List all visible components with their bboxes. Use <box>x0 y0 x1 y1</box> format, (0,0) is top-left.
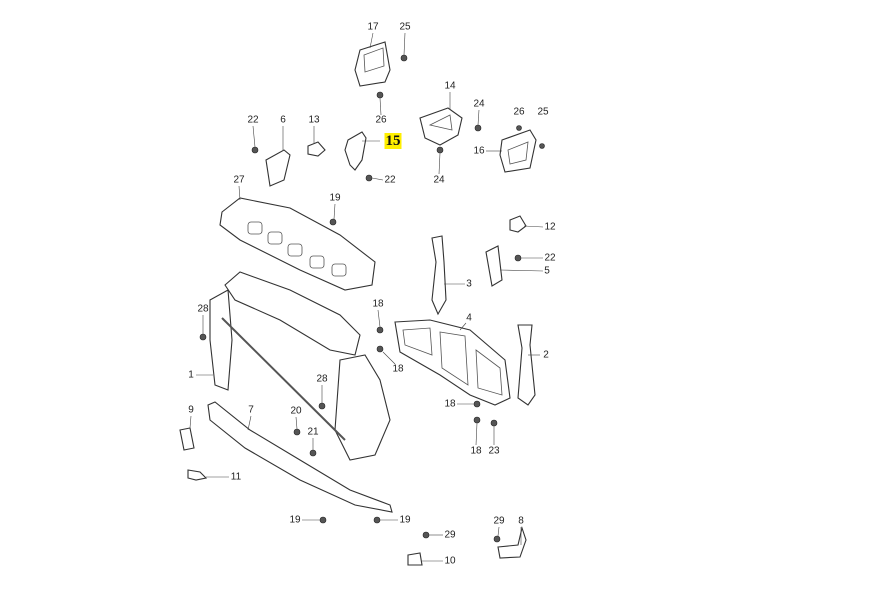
callout-15-highlighted[interactable]: 15 <box>384 133 402 149</box>
part-9-bracket[interactable] <box>179 427 195 451</box>
callout-26[interactable]: 26 <box>375 114 387 126</box>
part-3-strut[interactable] <box>431 235 447 316</box>
callout-18[interactable]: 18 <box>392 363 404 375</box>
callout-12[interactable]: 12 <box>544 221 556 233</box>
part-15-bracket[interactable] <box>344 131 367 171</box>
callout-16[interactable]: 16 <box>473 145 485 157</box>
callout-22[interactable]: 22 <box>384 174 396 186</box>
callout-2[interactable]: 2 <box>543 349 549 361</box>
part-4-panel[interactable] <box>394 319 511 406</box>
callout-24[interactable]: 24 <box>433 174 445 186</box>
part-27-upper-panel[interactable] <box>219 197 376 291</box>
part-11-clip[interactable] <box>187 469 208 481</box>
callout-19[interactable]: 19 <box>289 514 301 526</box>
callout-29[interactable]: 29 <box>444 529 456 541</box>
part-17-bracket[interactable] <box>354 41 391 87</box>
part-12-clip[interactable] <box>509 215 527 233</box>
part-13-clip[interactable] <box>307 141 326 157</box>
callout-10[interactable]: 10 <box>444 555 456 567</box>
callout-26[interactable]: 26 <box>513 106 525 118</box>
callout-23[interactable]: 23 <box>488 445 500 457</box>
callout-14[interactable]: 14 <box>444 80 456 92</box>
part-8-bracket[interactable] <box>497 525 527 559</box>
callout-13[interactable]: 13 <box>308 114 320 126</box>
part-7-lower-rail[interactable] <box>207 401 393 513</box>
callout-28[interactable]: 28 <box>197 303 209 315</box>
callout-28[interactable]: 28 <box>316 373 328 385</box>
part-2-strut[interactable] <box>517 324 536 406</box>
callout-18[interactable]: 18 <box>444 398 456 410</box>
part-6-bracket[interactable] <box>265 149 291 187</box>
callout-5[interactable]: 5 <box>544 265 550 277</box>
callout-8[interactable]: 8 <box>518 515 524 527</box>
callout-9[interactable]: 9 <box>188 404 194 416</box>
callout-6[interactable]: 6 <box>280 114 286 126</box>
callout-27[interactable]: 27 <box>233 174 245 186</box>
leader-lines <box>189 32 544 562</box>
part-14-bracket[interactable] <box>419 107 463 146</box>
callout-18[interactable]: 18 <box>372 298 384 310</box>
callout-19[interactable]: 19 <box>399 514 411 526</box>
callout-1[interactable]: 1 <box>188 369 194 381</box>
callout-25[interactable]: 25 <box>399 21 411 33</box>
callout-18[interactable]: 18 <box>470 445 482 457</box>
part-10-nut[interactable] <box>407 552 423 566</box>
callout-4[interactable]: 4 <box>466 312 472 324</box>
callout-22[interactable]: 22 <box>247 114 259 126</box>
callout-21[interactable]: 21 <box>307 426 319 438</box>
callout-3[interactable]: 3 <box>466 278 472 290</box>
callout-20[interactable]: 20 <box>290 405 302 417</box>
callout-22[interactable]: 22 <box>544 252 556 264</box>
callout-17[interactable]: 17 <box>367 21 379 33</box>
callout-24[interactable]: 24 <box>473 98 485 110</box>
callout-7[interactable]: 7 <box>248 404 254 416</box>
callout-11[interactable]: 11 <box>230 471 242 483</box>
part-5-bracket[interactable] <box>485 245 503 287</box>
callout-25[interactable]: 25 <box>537 106 549 118</box>
part-1-frame[interactable] <box>209 271 391 461</box>
callout-29[interactable]: 29 <box>493 515 505 527</box>
callout-19[interactable]: 19 <box>329 192 341 204</box>
part-16-bracket[interactable] <box>499 129 537 173</box>
